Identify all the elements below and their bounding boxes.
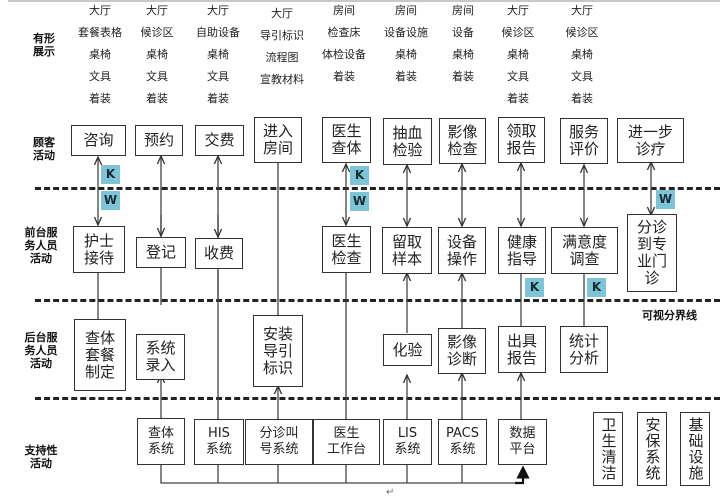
facility-security: 安保系统 <box>637 412 667 486</box>
frontstage-registration: 登记 <box>136 237 186 268</box>
customer-activity-consult: 咨询 <box>71 125 126 156</box>
k-badge: K <box>350 166 369 185</box>
support-exam-system: 查体系统 <box>137 418 185 465</box>
customer-activity-blood-test: 抽血检验 <box>383 118 432 165</box>
frontstage-referral: 分诊到专业门诊 <box>627 214 677 292</box>
frontstage-doctor-check: 医生检查 <box>322 226 371 273</box>
customer-activity-enter-room: 进入房间 <box>254 117 302 163</box>
customer-activity-further-treatment: 进一步诊疗 <box>617 118 684 163</box>
evidence-col-3: 大厅自助设备桌椅文具着装 <box>196 4 240 105</box>
backstage-lab-test: 化验 <box>383 334 432 366</box>
facility-infrastructure: 基础设施 <box>680 412 710 486</box>
paragraph-mark: ↵ <box>386 487 395 498</box>
support-queue-system: 分诊叫号系统 <box>245 419 313 465</box>
customer-activity-payment: 交费 <box>195 125 244 156</box>
evidence-col-7: 房间设备桌椅着装 <box>452 4 474 83</box>
line-of-interaction <box>35 187 720 190</box>
k-badge: K <box>587 278 606 297</box>
backstage-install-signage: 安装导引标识 <box>253 315 303 387</box>
frontstage-satisfaction-survey: 满意度调查 <box>551 227 618 274</box>
backstage-statistics: 统计分析 <box>560 326 608 373</box>
w-badge: W <box>350 192 369 211</box>
line-of-visibility <box>35 299 720 302</box>
evidence-col-6: 房间设备设施桌椅着装 <box>384 4 428 83</box>
support-doctor-workstation: 医生工作台 <box>313 419 380 465</box>
customer-activity-collect-report: 领取报告 <box>498 117 545 163</box>
row-label-customer: 顾客 活动 <box>33 136 55 162</box>
visibility-line-label: 可视分界线 <box>642 309 697 322</box>
row-label-backstage: 后台服 务人员 活动 <box>24 331 58 370</box>
evidence-col-1: 大厅套餐表格桌椅文具着装 <box>78 4 122 105</box>
line-of-internal-interaction <box>35 397 720 400</box>
top-border-line <box>8 0 720 2</box>
w-badge: W <box>101 191 120 210</box>
k-badge: K <box>525 278 544 297</box>
row-label-support: 支持性 活动 <box>24 444 58 470</box>
evidence-col-5: 房间检查床体检设备着装 <box>322 4 366 83</box>
row-label-physical-evidence: 有形 展示 <box>33 32 55 58</box>
row-label-frontstage: 前台服 务人员 活动 <box>24 226 58 265</box>
backstage-issue-report: 出具报告 <box>498 326 546 373</box>
evidence-col-8: 大厅候诊区桌椅文具着装 <box>501 4 535 105</box>
customer-activity-imaging: 影像检查 <box>439 118 486 164</box>
evidence-col-2: 大厅候诊区桌椅文具着装 <box>140 4 174 105</box>
customer-activity-evaluation: 服务评价 <box>560 118 608 164</box>
evidence-col-4: 大厅导引标识流程图宣教材料 <box>260 7 304 86</box>
backstage-package-planning: 查体套餐制定 <box>74 319 126 391</box>
w-badge: W <box>656 190 675 209</box>
customer-activity-doctor-exam: 医生查体 <box>322 117 371 163</box>
evidence-col-9: 大厅候诊区桌椅文具着装 <box>565 4 599 105</box>
customer-activity-appointment: 预约 <box>135 125 183 156</box>
frontstage-charging: 收费 <box>195 238 243 269</box>
frontstage-equipment-operation: 设备操作 <box>438 227 486 274</box>
support-data-platform: 数据平台 <box>498 419 547 465</box>
backstage-system-entry: 系统录入 <box>136 334 185 380</box>
frontstage-nurse-reception: 护士接待 <box>73 226 125 273</box>
backstage-image-diagnosis: 影像诊断 <box>438 328 486 374</box>
facility-cleaning: 卫生清洁 <box>593 412 623 486</box>
k-badge: K <box>101 165 120 184</box>
frontstage-sample-collection: 留取样本 <box>382 227 432 274</box>
frontstage-health-guidance: 健康指导 <box>498 227 546 274</box>
